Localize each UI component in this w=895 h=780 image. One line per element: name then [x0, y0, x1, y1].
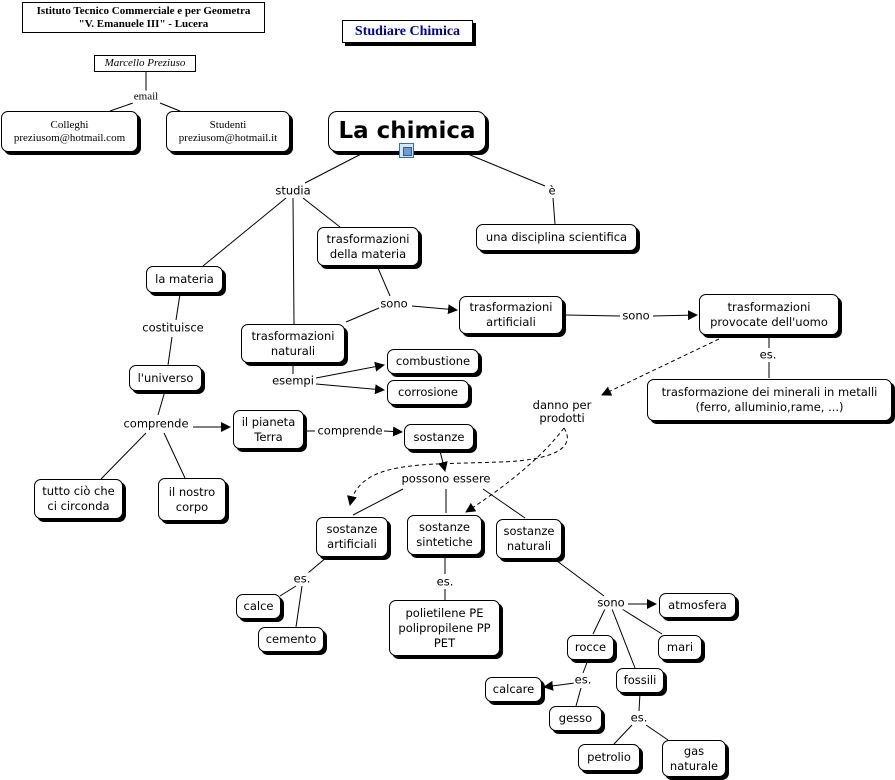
- dashed-danno-artificiali: [347, 427, 568, 506]
- link-label-comprende: comprende: [122, 416, 190, 431]
- arrow-esempi-corrosione: [315, 383, 385, 395]
- link-label-studia: studia: [274, 183, 312, 198]
- link-label-danno-per-prodotti: danno per prodotti: [531, 398, 593, 425]
- dashed-uomo-danno: [601, 338, 720, 396]
- arrow-sono-uomo: [652, 310, 698, 321]
- link-label-sono: sono: [596, 595, 626, 610]
- line-es-cemento: [295, 585, 303, 628]
- node-corrosione[interactable]: corrosione: [387, 380, 469, 405]
- node-combustione[interactable]: combustione: [387, 349, 479, 374]
- link-label-sono: sono: [621, 308, 651, 323]
- line-sono-fossili: [611, 608, 636, 669]
- link-label-e: è: [547, 183, 557, 198]
- line-materia-costituisce: [175, 293, 181, 321]
- line-trasf-sono: [377, 267, 391, 297]
- dashed-danno-sintetiche: [465, 427, 565, 513]
- contact-studenti[interactable]: Studenti preziusom@hotmail.it: [166, 111, 290, 152]
- node-sostanze-artificiali[interactable]: sostanze artificiali: [316, 517, 388, 557]
- line-naturali-sono: [556, 560, 605, 597]
- contact-colleghi[interactable]: Colleghi preziusom@hotmail.com: [1, 111, 138, 152]
- line-e-disciplina: [552, 197, 556, 225]
- line-comprende-corpo: [163, 432, 186, 479]
- arrow-esempi-combustione: [315, 361, 385, 379]
- node-petrolio[interactable]: petrolio: [578, 744, 640, 771]
- film-icon[interactable]: [399, 143, 414, 158]
- line-sono-mari: [621, 608, 663, 635]
- page-title[interactable]: Studiare Chimica: [342, 20, 473, 43]
- line-artificiali-sono: [564, 314, 621, 317]
- node-nostro-corpo[interactable]: il nostro corpo: [158, 478, 226, 521]
- line-email-colleghi: [109, 102, 134, 112]
- node-trasformazioni-artificiali[interactable]: trasformazioni artificiali: [459, 296, 563, 334]
- school-box: Istituto Tecnico Commerciale e per Geome…: [22, 2, 265, 33]
- line-studia-materia: [202, 197, 287, 267]
- link-label-esempi: esempi: [271, 373, 315, 388]
- node-gesso[interactable]: gesso: [549, 706, 602, 731]
- line-es-petrolio: [613, 724, 633, 745]
- arrow-es-calcare: [543, 680, 576, 691]
- line-es-gesso: [575, 687, 582, 707]
- node-sostanze-naturali[interactable]: sostanze naturali: [496, 519, 562, 559]
- line-costituisce-universo: [167, 336, 173, 366]
- line-comprende-tutto: [100, 432, 147, 480]
- node-trasformazioni-naturali[interactable]: trasformazioni naturali: [241, 324, 345, 363]
- node-sostanze[interactable]: sostanze: [404, 424, 474, 450]
- line-fossili-es: [638, 692, 641, 712]
- email-label: email: [132, 90, 160, 104]
- line-sono-rocce: [592, 608, 606, 635]
- link-label-sono: sono: [379, 296, 409, 311]
- node-atmosfera[interactable]: atmosfera: [659, 593, 736, 618]
- node-minerali-metalli[interactable]: trasformazione dei minerali in metalli (…: [647, 379, 892, 421]
- node-cemento[interactable]: cemento: [258, 627, 324, 652]
- node-mari[interactable]: mari: [658, 635, 702, 660]
- line-possono-artificiali: [352, 488, 404, 516]
- line-chimica-e: [462, 151, 546, 187]
- line-chimica-studia: [304, 151, 366, 184]
- node-tutto-ci-circonda[interactable]: tutto ciò che ci circonda: [34, 479, 123, 519]
- link-label-es: es.: [758, 347, 778, 362]
- link-label-es: es.: [292, 571, 312, 586]
- link-label-es: es.: [573, 672, 593, 687]
- line-universo-comprende: [157, 390, 166, 416]
- line-email-studenti: [159, 102, 181, 112]
- node-calce[interactable]: calce: [236, 594, 281, 619]
- link-label-es: es.: [629, 710, 649, 725]
- line-es-gas: [645, 724, 669, 741]
- line-possono-naturali: [482, 488, 526, 519]
- arrow-comprende-sostanze: [383, 426, 403, 437]
- line-artificiali-es: [307, 556, 328, 574]
- arrow-sostanze-possono: [437, 450, 448, 472]
- link-label-costituisce: costituisce: [141, 320, 205, 335]
- node-trasformazioni-uomo[interactable]: trasformazioni provocate dell'uomo: [699, 294, 839, 335]
- line-studia-naturali: [292, 197, 295, 325]
- node-la-materia[interactable]: la materia: [146, 266, 223, 293]
- arrow-sono-artificiali: [411, 304, 458, 315]
- line-es-calce: [279, 585, 297, 597]
- line-studia-trasf: [302, 197, 341, 228]
- node-rocce[interactable]: rocce: [567, 635, 614, 660]
- node-sostanze-sintetiche[interactable]: sostanze sintetiche: [407, 515, 482, 555]
- node-fossili[interactable]: fossili: [616, 668, 664, 693]
- line-sono-naturali: [345, 307, 380, 323]
- link-label-possono-essere: possono essere: [400, 471, 492, 486]
- node-pianeta-terra[interactable]: il pianeta Terra: [233, 410, 304, 449]
- node-gas-naturale[interactable]: gas naturale: [662, 740, 726, 777]
- node-universo[interactable]: l'universo: [129, 365, 202, 391]
- node-calcare[interactable]: calcare: [485, 677, 542, 702]
- node-trasformazioni-materia[interactable]: trasformazioni della materia: [317, 227, 419, 266]
- node-polimeri[interactable]: polietilene PE polipropilene PP PET: [389, 600, 500, 656]
- author-name: Marcello Preziuso: [94, 55, 196, 72]
- node-disciplina[interactable]: una disciplina scientifica: [476, 224, 637, 251]
- link-label-es: es.: [435, 574, 455, 589]
- link-label-comprende: comprende: [316, 423, 384, 438]
- line-rocce-es: [582, 659, 589, 674]
